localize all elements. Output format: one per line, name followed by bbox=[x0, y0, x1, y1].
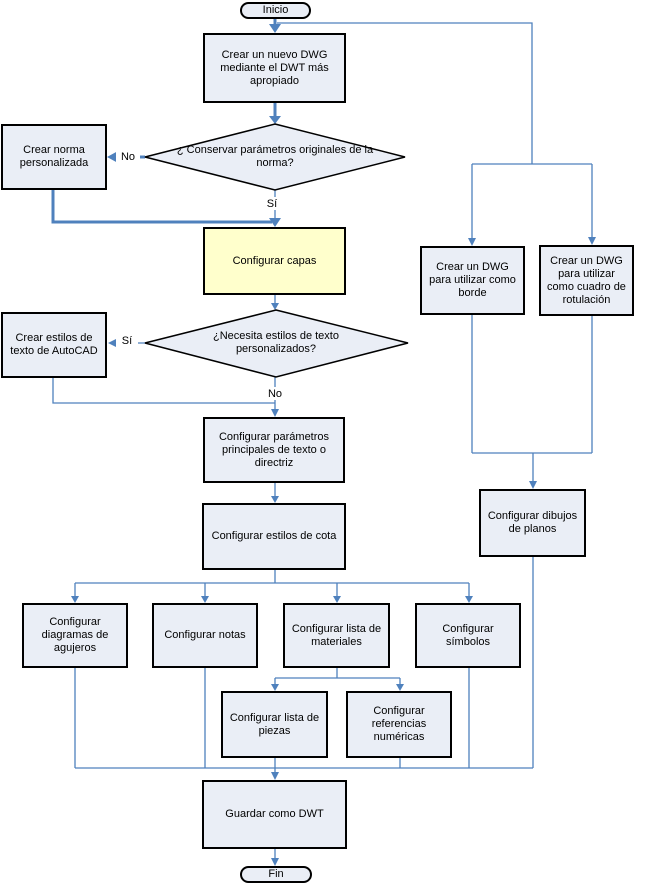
decision-conservar-parametros-label: ¿ Conservar parámetros originales de la … bbox=[176, 144, 374, 169]
process-configurar-simbolos: Configurar símbolos bbox=[415, 603, 521, 668]
decision-necesita-estilos-shape bbox=[144, 309, 409, 378]
decision-necesita-estilos-label: ¿Necesita estilos de texto personalizado… bbox=[213, 330, 339, 355]
terminator-inicio: Inicio bbox=[240, 2, 311, 19]
process-configurar-lista-piezas: Configurar lista de piezas bbox=[221, 691, 328, 758]
process-configurar-diagramas-agujeros: Configurar diagramas de agujeros bbox=[22, 603, 128, 668]
terminator-fin: Fin bbox=[240, 866, 312, 883]
process-configurar-lista-materiales: Configurar lista de materiales bbox=[283, 603, 390, 668]
process-configurar-estilos-cota: Configurar estilos de cota bbox=[202, 503, 346, 570]
process-configurar-dibujos-planos: Configurar dibujos de planos bbox=[479, 489, 586, 557]
edge-label-no-estilos: No bbox=[263, 387, 287, 400]
process-crear-nuevo-dwg: Crear un nuevo DWG mediante el DWT más a… bbox=[203, 33, 346, 103]
edge-label-no-norma: No bbox=[116, 150, 140, 163]
process-configurar-parametros-texto: Configurar parámetros principales de tex… bbox=[203, 417, 345, 483]
process-crear-estilos-texto-autocad: Crear estilos de texto de AutoCAD bbox=[1, 312, 107, 378]
edge-label-si-estilos: Sí bbox=[116, 334, 138, 347]
process-guardar-como-dwt: Guardar como DWT bbox=[202, 780, 347, 849]
process-configurar-referencias-numericas: Configurar referencias numéricas bbox=[346, 691, 452, 758]
edge-label-si-norma: Sí bbox=[261, 197, 283, 210]
decision-conservar-parametros-shape bbox=[144, 123, 406, 191]
process-crear-dwg-borde: Crear un DWG para utilizar como borde bbox=[420, 246, 525, 315]
process-configurar-notas: Configurar notas bbox=[152, 603, 258, 668]
process-crear-dwg-cuadro-rotulacion: Crear un DWG para utilizar como cuadro d… bbox=[539, 245, 634, 316]
process-crear-norma-personalizada: Crear norma personalizada bbox=[1, 124, 107, 190]
process-configurar-capas: Configurar capas bbox=[203, 227, 346, 295]
